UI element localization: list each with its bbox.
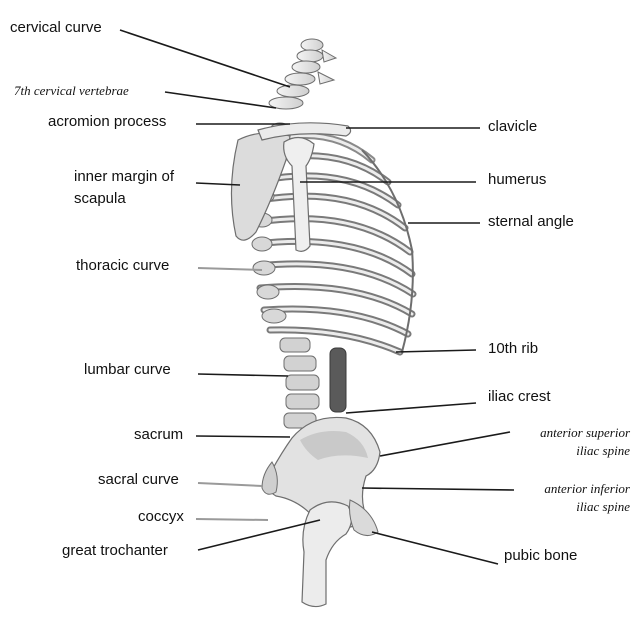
ilium-shading xyxy=(300,431,368,460)
label-sacrum: sacrum xyxy=(134,426,184,443)
label-aiis-line2: iliac spine xyxy=(576,499,630,514)
label-iliac-crest: iliac crest xyxy=(488,388,551,405)
cervical-spine xyxy=(268,38,338,110)
rib-highlights xyxy=(254,134,415,354)
sacrum-shape xyxy=(261,461,278,495)
leader-lines xyxy=(119,29,515,565)
pubic-shape xyxy=(349,499,379,536)
label-thoracic-curve: thoracic curve xyxy=(76,257,170,274)
label-coccyx: coccyx xyxy=(138,508,184,525)
label-10th-rib: 10th rib xyxy=(488,340,539,357)
label-inner-margin-scapula-line2: scapula xyxy=(74,190,126,207)
label-humerus: humerus xyxy=(488,171,547,188)
label-sternal-angle: sternal angle xyxy=(488,213,574,230)
femur xyxy=(301,501,353,608)
sternum xyxy=(361,149,414,353)
label-pubic-bone: pubic bone xyxy=(504,547,578,564)
leader-lines-light xyxy=(195,267,269,521)
label-great-trochanter: great trochanter xyxy=(62,542,168,559)
label-aiis-line1: anterior inferior xyxy=(544,481,630,496)
label-7th-cervical-vertebrae: 7th cervical vertebrae xyxy=(14,83,129,98)
label-inner-margin-scapula-line1: inner margin of xyxy=(74,168,175,185)
label-asis-line2: iliac spine xyxy=(576,443,630,458)
label-sacral-curve: sacral curve xyxy=(98,471,179,488)
label-cervical-curve: cervical curve xyxy=(10,19,102,36)
label-clavicle: clavicle xyxy=(488,118,538,135)
lumbar-spine xyxy=(279,337,347,429)
label-acromion-process: acromion process xyxy=(48,113,167,130)
clavicle xyxy=(257,122,352,141)
humerus xyxy=(283,136,315,252)
label-asis-line1: anterior superior xyxy=(540,425,630,440)
label-lumbar-curve: lumbar curve xyxy=(84,361,171,378)
